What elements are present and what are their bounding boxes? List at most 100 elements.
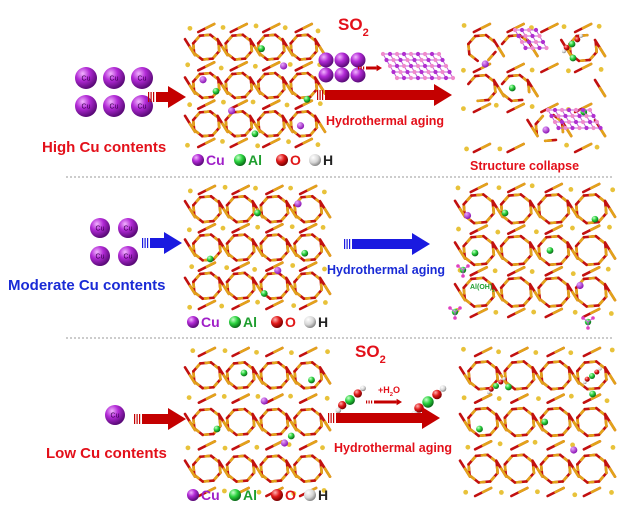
cu-atom	[274, 266, 282, 275]
legend-cu-label: Cu	[201, 314, 220, 330]
al-atom	[258, 45, 265, 53]
cu-ion	[75, 95, 97, 117]
legend-h-ball	[309, 154, 321, 166]
al-atom	[303, 95, 311, 103]
hydrothermal-aging-arrow	[317, 84, 452, 106]
h-atom	[561, 49, 566, 54]
o-atom	[584, 376, 590, 382]
o-atom	[574, 36, 581, 43]
cu-ion-label: Cu	[82, 76, 91, 83]
legend-o-ball	[271, 489, 283, 501]
zeolite-framework	[183, 22, 327, 149]
so2-label: SO2	[338, 15, 369, 39]
cu-atom	[296, 122, 305, 130]
al-atom	[345, 395, 355, 405]
o-atom	[414, 403, 424, 413]
legend-o-ball	[276, 154, 288, 166]
h-atom	[579, 33, 583, 38]
hydrothermal-aging-label: Hydrothermal aging	[327, 263, 445, 277]
o-atom	[432, 389, 442, 400]
al-atom	[471, 249, 479, 257]
hydrothermal-aging-label: Hydrothermal aging	[334, 441, 452, 455]
al-atom	[492, 382, 500, 390]
cu-atom	[463, 211, 472, 220]
al-oh3-label: Al(OH)3	[470, 284, 495, 293]
cu-ion	[105, 405, 125, 425]
row-label-high-cu: High Cu contents	[42, 139, 166, 156]
cu-ion-label: Cu	[138, 76, 147, 83]
hydrothermal-aging-label: Hydrothermal aging	[326, 114, 444, 128]
legend-cu-ball	[192, 154, 204, 166]
al-atom	[568, 40, 576, 48]
cu-ion	[90, 218, 110, 238]
h2o-label: +H2O	[378, 385, 400, 398]
al-atom	[546, 247, 554, 254]
al-atom	[251, 130, 259, 138]
al-atom	[505, 383, 512, 391]
o-atom	[353, 389, 362, 398]
cu-atom	[481, 60, 489, 68]
legend-o-label: O	[290, 152, 301, 168]
legend-cu-ball	[187, 489, 199, 501]
al-atom	[254, 209, 261, 217]
legend-h-label: H	[323, 152, 333, 168]
cu-atom	[280, 62, 288, 70]
h-atom	[360, 385, 366, 392]
al-atom	[589, 390, 596, 398]
h-atom	[598, 367, 602, 371]
h-atom	[439, 385, 447, 392]
cu-sulfate-crystal	[512, 27, 549, 51]
so2-label: SO2	[355, 342, 386, 366]
legend-h-ball	[304, 316, 316, 328]
o-atom	[338, 401, 347, 410]
legend-al-label: Al	[248, 152, 262, 168]
al-atom	[212, 87, 220, 95]
legend-al-ball	[234, 154, 246, 166]
legend-cu-label: Cu	[201, 487, 220, 503]
cu-ion	[118, 218, 138, 238]
legend-cu-label: Cu	[206, 152, 225, 168]
legend-o-ball	[271, 316, 283, 328]
legend-h-label: H	[318, 314, 328, 330]
row-label-low-cu: Low Cu contents	[46, 445, 167, 462]
legend-al-ball	[229, 316, 241, 328]
al-atom	[591, 215, 599, 223]
al-atom	[206, 255, 214, 263]
so2-arrow	[358, 64, 382, 72]
cu-atom	[280, 439, 289, 447]
al-atom	[308, 376, 315, 384]
cu-atom	[576, 281, 584, 290]
o-atom	[563, 44, 570, 51]
cu-ion-label: Cu	[124, 254, 133, 261]
low-cu-arrow	[134, 408, 186, 430]
h-atom	[583, 380, 587, 385]
zeolite-framework	[458, 346, 617, 498]
cu-ion	[103, 67, 125, 89]
al-atom	[501, 209, 509, 217]
cu-ion	[334, 52, 350, 68]
al-atom	[476, 425, 483, 433]
al-atom	[260, 290, 268, 297]
cu-ion	[118, 246, 138, 266]
cu-atom	[228, 107, 236, 115]
zeolite-framework	[453, 182, 617, 319]
cu-ion	[318, 52, 334, 68]
cu-atom	[260, 397, 268, 405]
cu-ion	[75, 67, 97, 89]
cu-sulfate-crystal	[545, 107, 603, 131]
al-atom	[240, 369, 248, 377]
element-legend: Cu Al O H	[192, 152, 333, 168]
cu-ion	[318, 67, 334, 83]
cu-sulfate-crystal	[380, 51, 456, 81]
cu-atom	[542, 126, 550, 134]
al-atom	[287, 432, 295, 440]
legend-h-label: H	[318, 487, 328, 503]
al-atom	[301, 249, 309, 257]
cu-atom	[294, 200, 302, 208]
high-cu-arrow	[148, 86, 186, 108]
cu-atom	[199, 76, 207, 84]
al-atom	[588, 372, 596, 380]
